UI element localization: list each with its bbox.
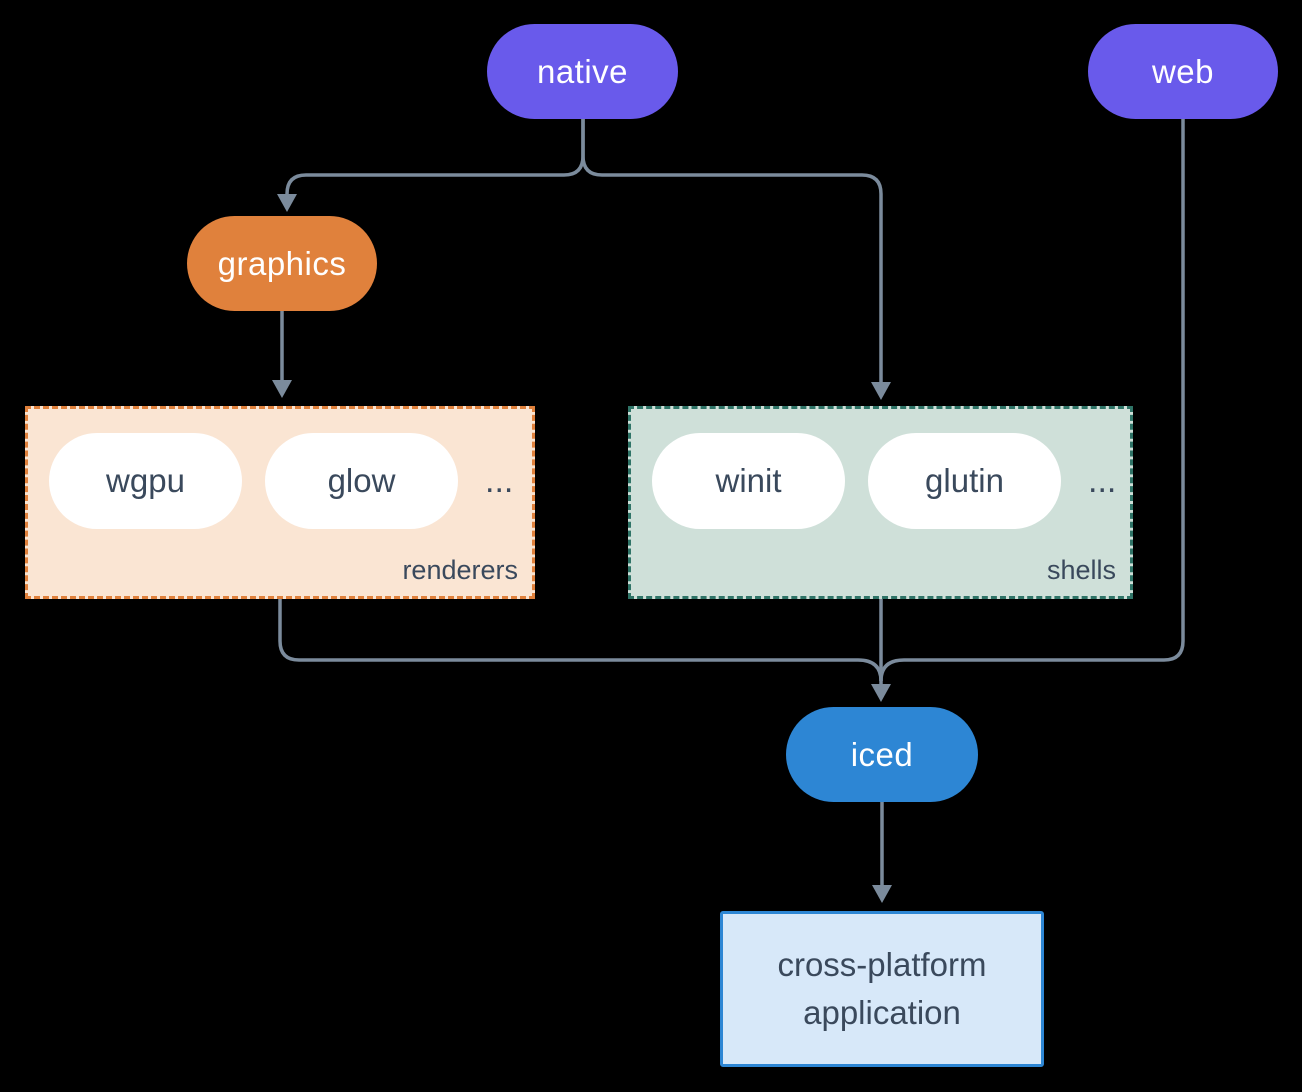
node-web: web: [1088, 24, 1278, 119]
edge-native-shells: [581, 119, 883, 383]
node-glow: glow: [265, 433, 458, 529]
application-label-line1: cross-platform: [777, 946, 987, 983]
arrowhead-application: [872, 885, 892, 903]
node-iced-label: iced: [850, 735, 914, 773]
node-wgpu: wgpu: [49, 433, 242, 529]
node-graphics-label: graphics: [217, 244, 347, 282]
renderers-ellipsis: ...: [485, 461, 514, 500]
arrowhead-shells: [871, 382, 891, 400]
node-web-label: web: [1151, 52, 1215, 90]
node-iced: iced: [786, 707, 978, 802]
group-shells: winit glutin ... shells: [628, 406, 1133, 599]
arrowhead-iced: [871, 684, 891, 702]
group-renderers: wgpu glow ... renderers: [25, 406, 535, 599]
node-graphics: graphics: [187, 216, 377, 311]
node-wgpu-label: wgpu: [106, 462, 185, 499]
node-glutin: glutin: [868, 433, 1061, 529]
edge-native-graphics: [285, 119, 585, 195]
node-application: cross-platform application: [720, 911, 1044, 1067]
arrowhead-graphics: [277, 194, 297, 212]
edge-web-iced: [879, 119, 1185, 682]
edge-renderers-iced: [278, 599, 883, 682]
node-glutin-label: glutin: [925, 462, 1004, 499]
shells-group-label: shells: [1046, 555, 1116, 585]
node-winit-label: winit: [715, 462, 782, 499]
shells-items: winit glutin ...: [631, 409, 1130, 529]
node-native: native: [487, 24, 678, 119]
node-native-label: native: [536, 52, 629, 90]
renderers-items: wgpu glow ...: [28, 409, 532, 529]
arrowhead-renderers: [272, 380, 292, 398]
node-winit: winit: [652, 433, 845, 529]
renderers-group-label: renderers: [402, 555, 518, 585]
node-glow-label: glow: [327, 462, 396, 499]
application-label-line2: application: [803, 994, 961, 1031]
shells-ellipsis: ...: [1088, 461, 1117, 500]
